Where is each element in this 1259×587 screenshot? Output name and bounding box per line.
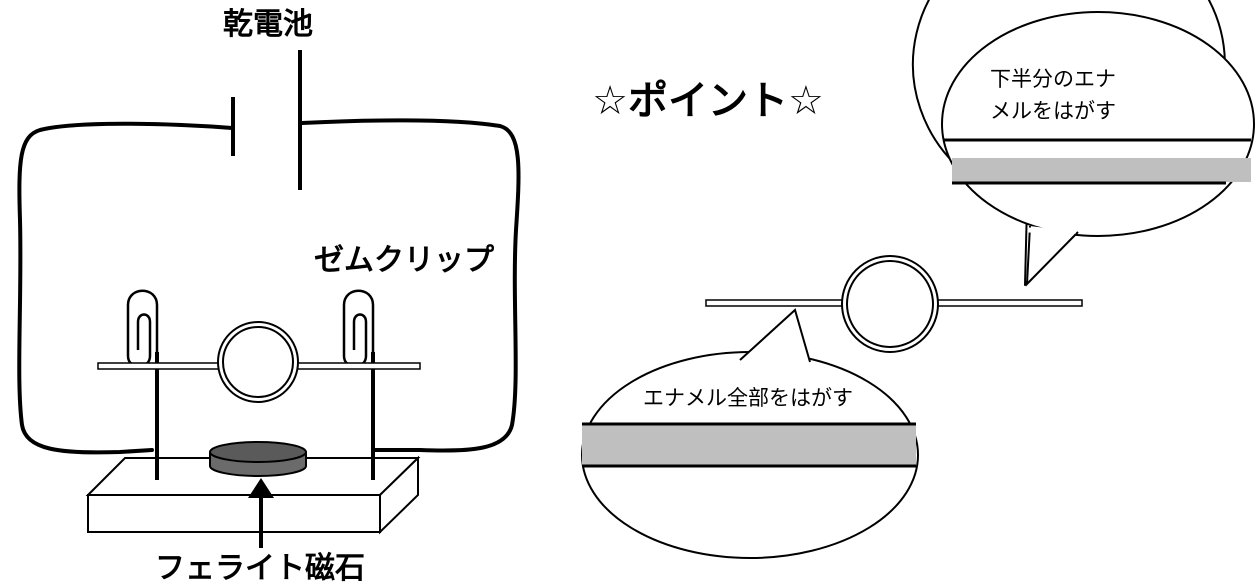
coil-inner (222, 326, 294, 398)
callout-top-ellipse (941, 11, 1255, 237)
base-block-front (87, 494, 381, 533)
motor-setup: 乾電池 ゼムクリップ フェライト磁石 (17, 7, 521, 586)
left-paper-clip (126, 289, 159, 368)
callout-top-enamel-strip (952, 158, 1251, 182)
point-title: ☆ポイント☆ (592, 78, 824, 124)
point-section: ☆ポイント☆ 下半分のエナ メルをはがす エナメル全部をはがす (581, 0, 1255, 559)
right-paper-clip (342, 289, 375, 368)
callout-top-text-line2: メルをはがす (990, 99, 1116, 123)
callout-top-tail (1025, 225, 1079, 287)
base-block-side (379, 455, 419, 535)
callout-bottom-tail (739, 308, 811, 363)
magnet-label: フェライト磁石 (155, 551, 365, 586)
callout-top-tail-mask (1027, 227, 1077, 234)
callout-bottom-enamel-strip (582, 424, 916, 466)
callout-bottom-text: エナメル全部をはがす (643, 386, 853, 410)
point-coil-inner (846, 260, 934, 348)
battery-label: 乾電池 (223, 7, 313, 42)
clip-label: ゼムクリップ (314, 243, 495, 278)
callout-bottom-tail-mask (743, 359, 807, 367)
callout-top-text-line1: 下半分のエナ (990, 67, 1116, 91)
circuit-wire (17, 118, 521, 455)
magnet-top (209, 441, 307, 463)
magnet-arrow-head (248, 478, 274, 498)
